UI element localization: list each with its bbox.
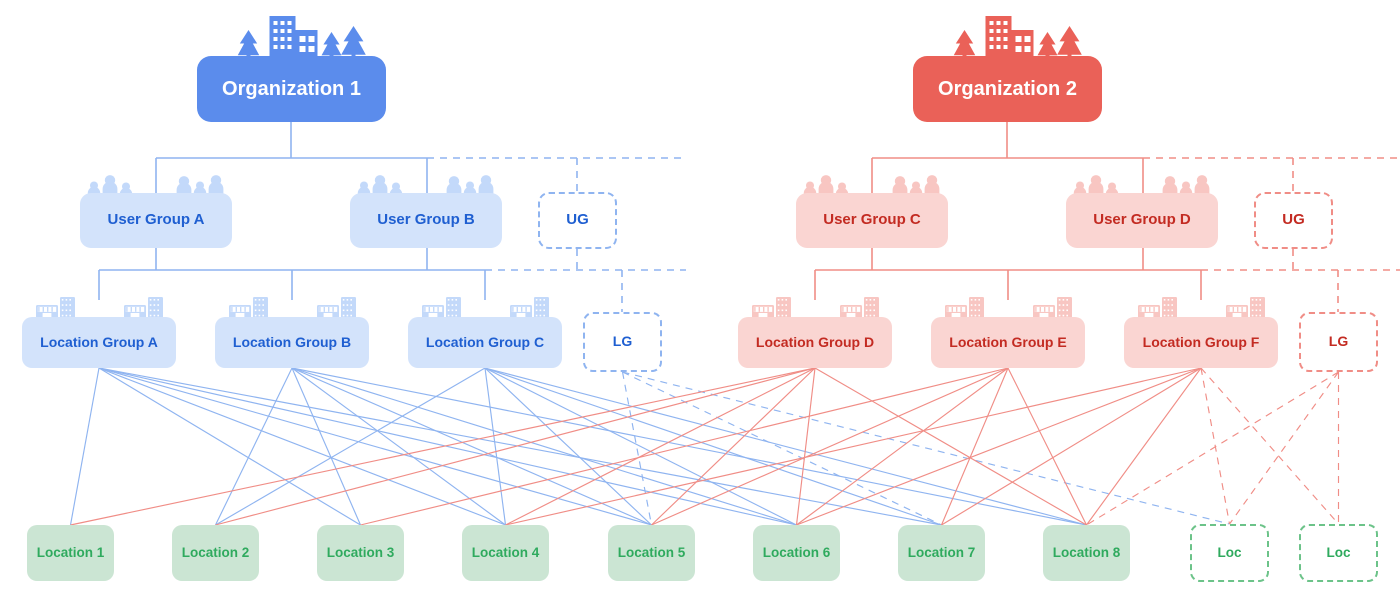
mesh-edge: [651, 367, 816, 526]
mesh-edge: [1007, 367, 1088, 526]
mesh-edge: [1229, 371, 1339, 525]
location-node-location-2[interactable]: Location 2: [172, 525, 259, 581]
user-group-node-user-group-a-label: User Group A: [107, 211, 205, 229]
mesh-edge: [98, 367, 797, 526]
mesh-edge: [215, 367, 816, 526]
location-group-node-location-group-e-label: Location Group E: [949, 333, 1067, 350]
mesh-edge: [360, 367, 1009, 526]
location-node-label: Location 6: [762, 544, 831, 560]
mesh-edge: [214, 367, 293, 526]
location-group-node-location-group-f-label: Location Group F: [1142, 333, 1260, 350]
mesh-edge: [291, 367, 362, 526]
tree-red: [814, 122, 1400, 312]
location-node-location-1[interactable]: Location 1: [27, 525, 114, 581]
mesh-edge: [484, 367, 797, 526]
mesh-edge: [796, 367, 1202, 526]
user-group-node-user-group-b-label: User Group B: [377, 211, 475, 229]
mesh-edge: [795, 367, 816, 526]
mesh-edge: [940, 367, 1009, 526]
mesh-edge: [814, 367, 1087, 526]
user-group-node-user-group-a[interactable]: User Group A: [80, 193, 232, 248]
location-node-location-6[interactable]: Location 6: [753, 525, 840, 581]
user-group-node-user-group-c[interactable]: User Group C: [796, 193, 948, 248]
mesh-edge: [291, 367, 797, 526]
location-group-node-location-group-d[interactable]: Location Group D: [738, 317, 892, 368]
location-node-loc[interactable]: Loc: [1190, 524, 1269, 582]
mesh-edge: [505, 367, 1202, 526]
mesh-edge: [484, 367, 1087, 526]
mesh-edge: [69, 367, 100, 526]
location-node-label: Location 5: [617, 544, 686, 560]
location-group-node-location-group-e[interactable]: Location Group E: [931, 317, 1085, 368]
user-group-node-user-group-c-label: User Group C: [823, 211, 921, 229]
user-group-node-ug[interactable]: UG: [1254, 192, 1333, 249]
location-group-node-location-group-d-label: Location Group D: [755, 333, 875, 350]
mesh-edge: [98, 367, 942, 526]
location-node-label: Location 3: [326, 544, 395, 560]
mesh-edge: [70, 367, 816, 526]
mesh-edge: [941, 367, 1202, 526]
user-group-node-user-group-b[interactable]: User Group B: [350, 193, 502, 248]
mesh-edge: [1200, 367, 1231, 525]
organization-node-organization-2-label: Organization 2: [938, 78, 1077, 100]
mesh-edge: [1086, 371, 1339, 526]
mesh-edge: [1200, 367, 1339, 525]
mesh-edge: [505, 367, 816, 526]
location-node-loc[interactable]: Loc: [1299, 524, 1378, 582]
mesh-edge: [622, 371, 1230, 525]
user-group-node-ug[interactable]: UG: [538, 192, 617, 249]
mesh-edge: [651, 367, 1009, 526]
user-group-node-ug-label: UG: [566, 211, 589, 229]
mesh-edge: [484, 367, 507, 526]
user-group-node-user-group-d-label: User Group D: [1093, 211, 1191, 229]
location-node-label: Location 2: [181, 544, 250, 560]
mesh-edges: [69, 367, 1340, 526]
location-group-node-location-group-b-label: Location Group B: [232, 333, 352, 350]
location-node-label: Loc: [1217, 544, 1242, 560]
mesh-edge: [291, 367, 652, 526]
location-group-node-location-group-c[interactable]: Location Group C: [408, 317, 562, 368]
city-skyline-icon: [237, 16, 366, 58]
mesh-edge: [291, 367, 1087, 526]
city-skyline-icon: [953, 16, 1082, 58]
location-group-node-lg[interactable]: LG: [1299, 312, 1378, 372]
mesh-edge: [98, 367, 652, 526]
location-node-label: Loc: [1326, 544, 1351, 560]
mesh-edge: [796, 367, 1009, 526]
location-group-node-location-group-a-label: Location Group A: [40, 333, 158, 350]
shops-buildings-icon: [229, 297, 356, 321]
location-node-label: Location 7: [907, 544, 976, 560]
location-group-node-lg-label: LG: [612, 333, 633, 350]
tree-blue: [98, 122, 686, 312]
organization-node-organization-1-label: Organization 1: [222, 78, 361, 100]
location-node-location-5[interactable]: Location 5: [608, 525, 695, 581]
location-node-label: Location 8: [1052, 544, 1121, 560]
mesh-edge: [1086, 367, 1202, 526]
location-node-location-4[interactable]: Location 4: [462, 525, 549, 581]
organization-node-organization-2[interactable]: Organization 2: [913, 56, 1102, 122]
location-group-node-location-group-f[interactable]: Location Group F: [1124, 317, 1278, 368]
organization-node-organization-1[interactable]: Organization 1: [197, 56, 386, 122]
location-node-label: Location 1: [36, 544, 105, 560]
location-group-node-location-group-b[interactable]: Location Group B: [215, 317, 369, 368]
location-node-label: Location 4: [471, 544, 540, 560]
mesh-edge: [215, 367, 486, 526]
location-group-node-lg-label: LG: [1328, 333, 1349, 350]
location-group-node-location-group-c-label: Location Group C: [425, 333, 545, 350]
user-group-node-user-group-d[interactable]: User Group D: [1066, 193, 1218, 248]
mesh-edge: [98, 367, 506, 526]
user-group-node-ug-label: UG: [1282, 211, 1305, 229]
location-node-location-7[interactable]: Location 7: [898, 525, 985, 581]
location-group-node-location-group-a[interactable]: Location Group A: [22, 317, 176, 368]
location-group-node-lg[interactable]: LG: [583, 312, 662, 372]
location-node-location-3[interactable]: Location 3: [317, 525, 404, 581]
location-node-location-8[interactable]: Location 8: [1043, 525, 1130, 581]
